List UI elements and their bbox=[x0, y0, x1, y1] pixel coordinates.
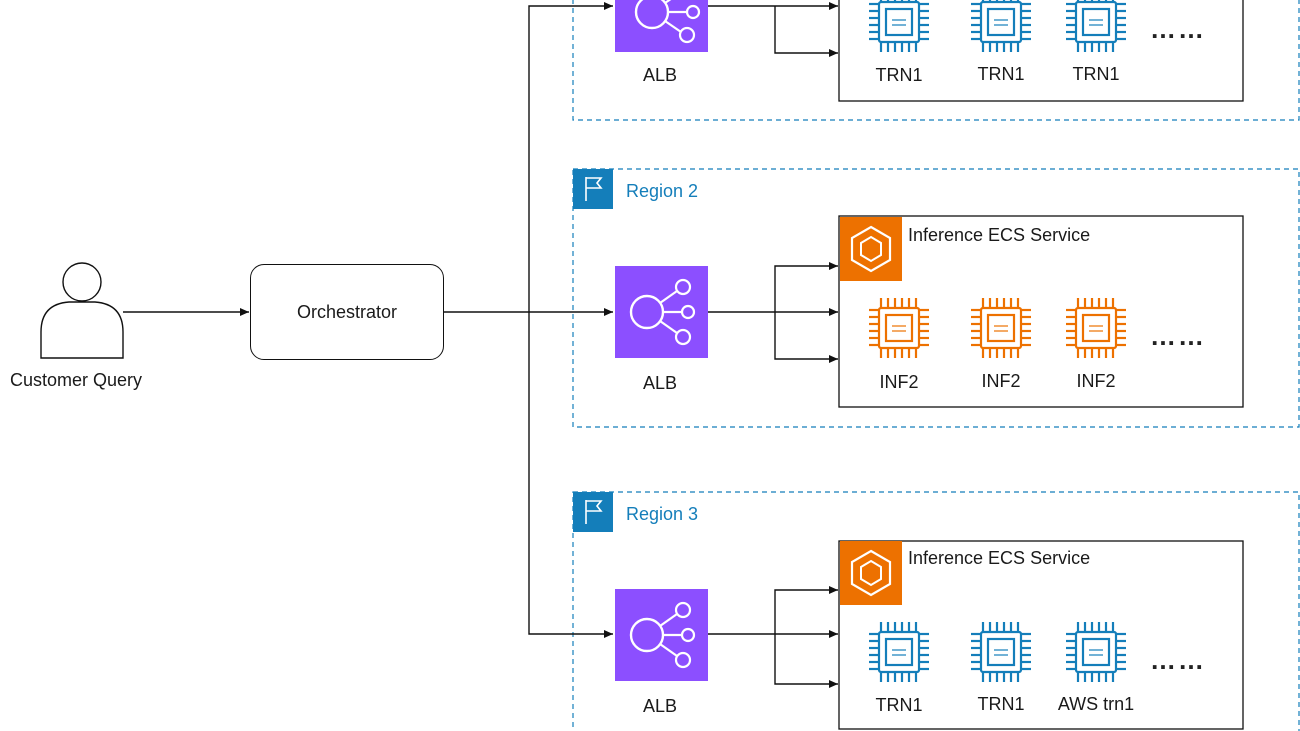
ecs-icon bbox=[840, 217, 902, 281]
instance-chips bbox=[869, 0, 1126, 682]
customer-query-label: Customer Query bbox=[10, 370, 143, 390]
region-3-label: Region 3 bbox=[626, 504, 699, 524]
processor-chip-icon bbox=[1066, 622, 1126, 682]
processor-chip-icon bbox=[971, 622, 1031, 682]
more-instances-ellipsis: …… bbox=[1150, 645, 1206, 675]
user-icon bbox=[40, 262, 124, 359]
service-box-2 bbox=[838, 215, 1244, 408]
service-title: Inference ECS Service bbox=[908, 548, 1091, 568]
processor-chip-icon bbox=[1066, 298, 1126, 358]
alb-label: ALB bbox=[642, 373, 678, 393]
orchestrator-node: Orchestrator bbox=[250, 264, 444, 360]
alb-label: ALB bbox=[642, 696, 678, 716]
instance-label: INF2 bbox=[879, 372, 919, 392]
instance-label: INF2 bbox=[1076, 371, 1116, 391]
instance-label: TRN1 bbox=[977, 64, 1025, 84]
instance-label: AWS trn1 bbox=[1057, 694, 1135, 714]
connector-alb1-branch bbox=[774, 6, 838, 57]
instance-label: TRN1 bbox=[977, 694, 1025, 714]
connector-orchestrator-region1 bbox=[528, 2, 613, 312]
connector-alb2-branch-top bbox=[774, 262, 838, 312]
region-2-label: Region 2 bbox=[626, 181, 699, 201]
region-flag-icon bbox=[573, 169, 613, 209]
ecs-icon bbox=[840, 541, 902, 605]
region-3-box bbox=[572, 491, 1300, 731]
more-instances-ellipsis: …… bbox=[1150, 14, 1206, 44]
connector-alb3-branch-top bbox=[774, 586, 838, 634]
more-instances-ellipsis: …… bbox=[1150, 321, 1206, 351]
processor-chip-icon bbox=[971, 298, 1031, 358]
instance-label: INF2 bbox=[981, 371, 1021, 391]
alb-icon bbox=[615, 266, 708, 358]
region-1-box bbox=[572, 0, 1300, 121]
orchestrator-label: Orchestrator bbox=[296, 301, 398, 322]
service-title: Inference ECS Service bbox=[908, 225, 1091, 245]
processor-chip-icon bbox=[869, 298, 929, 358]
service-box-1 bbox=[838, 0, 1244, 102]
processor-chip-icon bbox=[1066, 0, 1126, 52]
connector-orchestrator-region3 bbox=[528, 312, 613, 638]
processor-chip-icon bbox=[971, 0, 1031, 52]
processor-chip-icon bbox=[869, 0, 929, 52]
region-flag-icon bbox=[573, 492, 613, 532]
instance-label: TRN1 bbox=[875, 65, 923, 85]
service-box-3 bbox=[838, 540, 1244, 730]
processor-chip-icon bbox=[869, 622, 929, 682]
instance-label: TRN1 bbox=[875, 695, 923, 715]
region-2-box bbox=[572, 168, 1300, 428]
instance-label: TRN1 bbox=[1072, 64, 1120, 84]
connector-alb2-branch-bottom bbox=[774, 312, 838, 363]
alb-icon bbox=[615, 0, 708, 52]
alb-label: ALB bbox=[642, 65, 678, 85]
alb-icon bbox=[615, 589, 708, 681]
connector-alb3-branch-bottom bbox=[774, 634, 838, 688]
